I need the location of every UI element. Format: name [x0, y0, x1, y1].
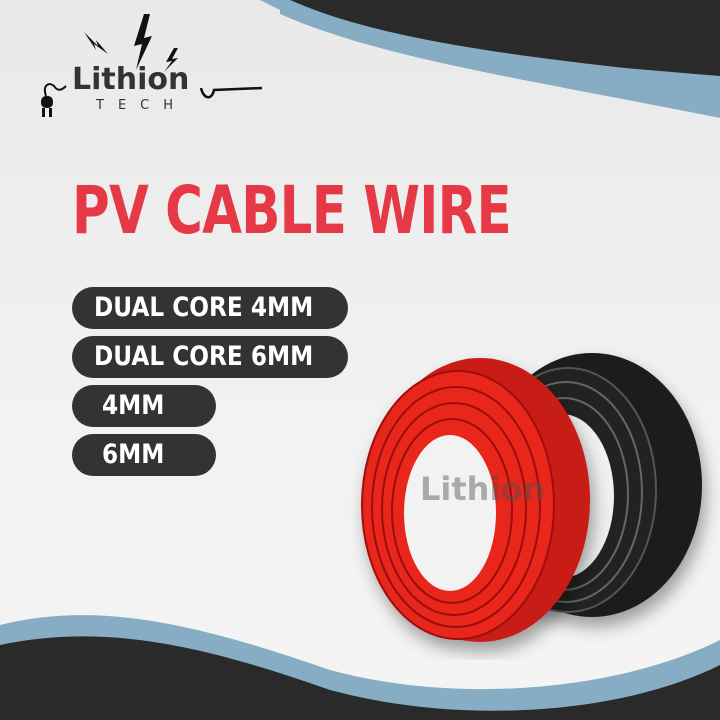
option-dual-core-6mm: DUAL CORE 6MM — [72, 336, 348, 378]
plug-icon — [41, 96, 53, 117]
option-label: DUAL CORE 4MM — [94, 292, 314, 323]
option-4mm: 4MM — [72, 385, 216, 427]
brand-subtitle: TECH — [96, 98, 188, 113]
option-label: DUAL CORE 6MM — [94, 341, 314, 372]
option-dual-core-4mm: DUAL CORE 4MM — [72, 287, 348, 329]
page-title: PV CABLE WIRE — [72, 172, 512, 249]
option-6mm: 6MM — [72, 434, 216, 476]
watermark-logo: Lithion — [420, 470, 546, 508]
cable-coils-image — [361, 353, 702, 642]
option-label: 4MM — [102, 390, 165, 421]
brand-name: Lithion — [72, 62, 190, 97]
brand-logo: Lithion TECH — [36, 8, 276, 118]
option-label: 6MM — [102, 439, 165, 470]
lightning-bolt-icon — [44, 14, 263, 99]
